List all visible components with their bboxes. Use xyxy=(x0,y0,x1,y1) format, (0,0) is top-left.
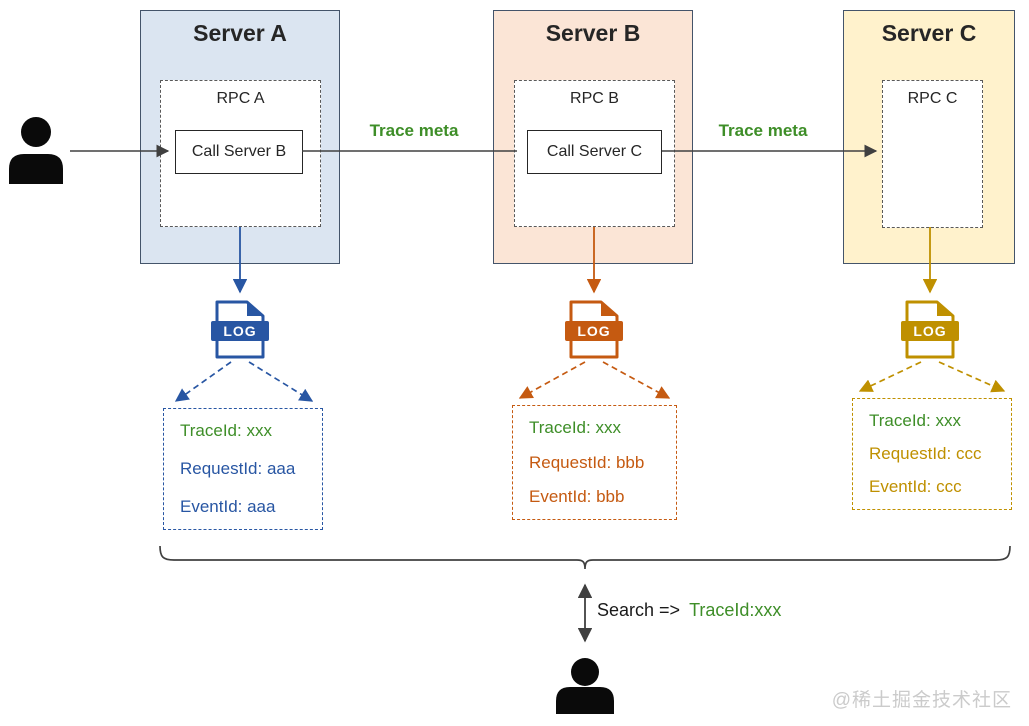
log-b-fanout-arrows xyxy=(518,361,671,399)
rpc-a-label: RPC A xyxy=(216,90,265,107)
trace-box-server-a: TraceId: xxx RequestId: aaa EventId: aaa xyxy=(163,408,323,530)
log-file-icon-a: LOG xyxy=(211,300,269,359)
search-annotation: Search => TraceId:xxx xyxy=(597,600,781,621)
server-c-title: Server C xyxy=(881,20,977,46)
rpc-b-label: RPC B xyxy=(570,90,619,107)
request-id-line: RequestId: aaa xyxy=(180,459,296,478)
server-b-title: Server B xyxy=(545,20,641,46)
user-icon-bottom xyxy=(556,658,614,714)
event-id-line: EventId: ccc xyxy=(869,477,962,496)
log-file-icon-c: LOG xyxy=(901,300,959,359)
rpc-a-box: RPC A Call Server B xyxy=(160,80,321,227)
log-icon-label: LOG xyxy=(913,323,946,339)
server-a-title: Server A xyxy=(193,20,287,46)
call-server-b-box: Call Server B xyxy=(175,130,303,174)
log-a-fanout-arrows xyxy=(174,361,314,402)
server-b-box: Server B RPC B Call Server C xyxy=(493,10,693,264)
trace-box-server-b: TraceId: xxx RequestId: bbb EventId: bbb xyxy=(512,405,677,520)
rpc-c-box: RPC C xyxy=(882,80,983,228)
rpc-b-box: RPC B Call Server C xyxy=(514,80,675,227)
search-prefix: Search => xyxy=(597,600,681,620)
gather-bracket xyxy=(159,545,1011,570)
server-c-box: Server C RPC C xyxy=(843,10,1015,264)
log-icon-label: LOG xyxy=(223,323,256,339)
event-id-line: EventId: bbb xyxy=(529,487,625,506)
rpc-c-label: RPC C xyxy=(907,90,958,107)
request-id-line: RequestId: bbb xyxy=(529,452,645,472)
trace-id-line: TraceId: xxx xyxy=(529,418,621,437)
user-icon-left xyxy=(9,117,63,184)
log-c-fanout-arrows xyxy=(858,361,1006,393)
trace-meta-label-2: Trace meta xyxy=(718,121,808,140)
trace-id-line: TraceId: xxx xyxy=(180,421,272,440)
trace-id-line: TraceId: xxx xyxy=(869,411,961,430)
log-file-icon-b: LOG xyxy=(565,300,623,359)
watermark: @稀土掘金技术社区 xyxy=(831,690,1012,711)
log-icon-label: LOG xyxy=(577,323,610,339)
trace-box-server-c: TraceId: xxx RequestId: ccc EventId: ccc xyxy=(852,398,1012,510)
call-server-c-box: Call Server C xyxy=(527,130,662,174)
trace-meta-label-1: Trace meta xyxy=(369,121,459,140)
server-a-box: Server A RPC A Call Server B xyxy=(140,10,340,264)
request-id-line: RequestId: ccc xyxy=(869,444,982,463)
event-id-line: EventId: aaa xyxy=(180,497,276,516)
search-query: TraceId:xxx xyxy=(689,600,782,620)
